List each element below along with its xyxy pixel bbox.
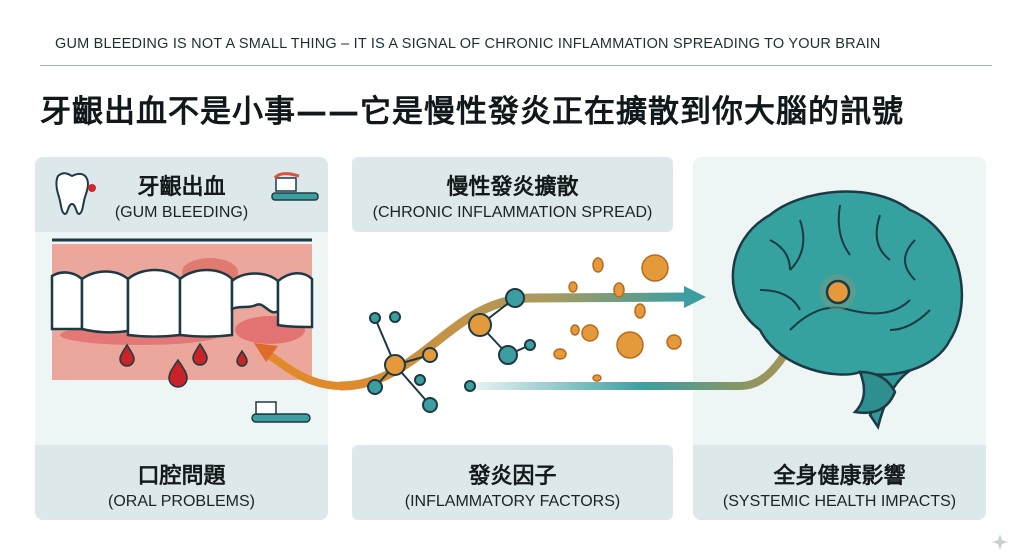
inflammatory-particles — [553, 254, 682, 382]
factors-zh: 發炎因子 — [468, 464, 557, 489]
spread-en: (CHRONIC INFLAMMATION SPREAD) — [372, 204, 653, 221]
oral-problems-zh: 口腔問題 — [137, 464, 226, 489]
toothbrush-icon — [251, 401, 311, 423]
oral-problems-en: (ORAL PROBLEMS) — [108, 493, 255, 510]
spread-zh: 慢性發炎擴散 — [446, 175, 579, 200]
gum-bleeding-zh: 牙齦出血 — [137, 175, 226, 200]
teeth-illustration — [50, 238, 314, 388]
sparkle-icon — [992, 534, 1008, 550]
brain-icon — [731, 190, 963, 431]
page-title: 牙齦出血不是小事——它是慢性發炎正在擴散到你大腦的訊號 — [40, 94, 904, 130]
factors-en: (INFLAMMATORY FACTORS) — [404, 493, 621, 510]
blood-drops — [119, 342, 248, 388]
subtitle: GUM BLEEDING IS NOT A SMALL THING – IT I… — [55, 36, 881, 52]
tooth-icon — [55, 172, 96, 216]
systemic-zh: 全身健康影響 — [773, 464, 906, 489]
oral-problems-footer: 口腔問題 (ORAL PROBLEMS) — [35, 445, 328, 520]
gum-bleeding-en: (GUM BLEEDING) — [114, 204, 249, 221]
factors-footer: 發炎因子 (INFLAMMATORY FACTORS) — [352, 445, 673, 520]
divider — [40, 65, 992, 66]
systemic-en: (SYSTEMIC HEALTH IMPACTS) — [722, 493, 957, 510]
spread-header: 慢性發炎擴散 (CHRONIC INFLAMMATION SPREAD) — [352, 157, 673, 232]
toothbrush-icon — [271, 172, 319, 201]
systemic-footer: 全身健康影響 (SYSTEMIC HEALTH IMPACTS) — [693, 445, 986, 520]
molecule-icons — [367, 288, 536, 413]
